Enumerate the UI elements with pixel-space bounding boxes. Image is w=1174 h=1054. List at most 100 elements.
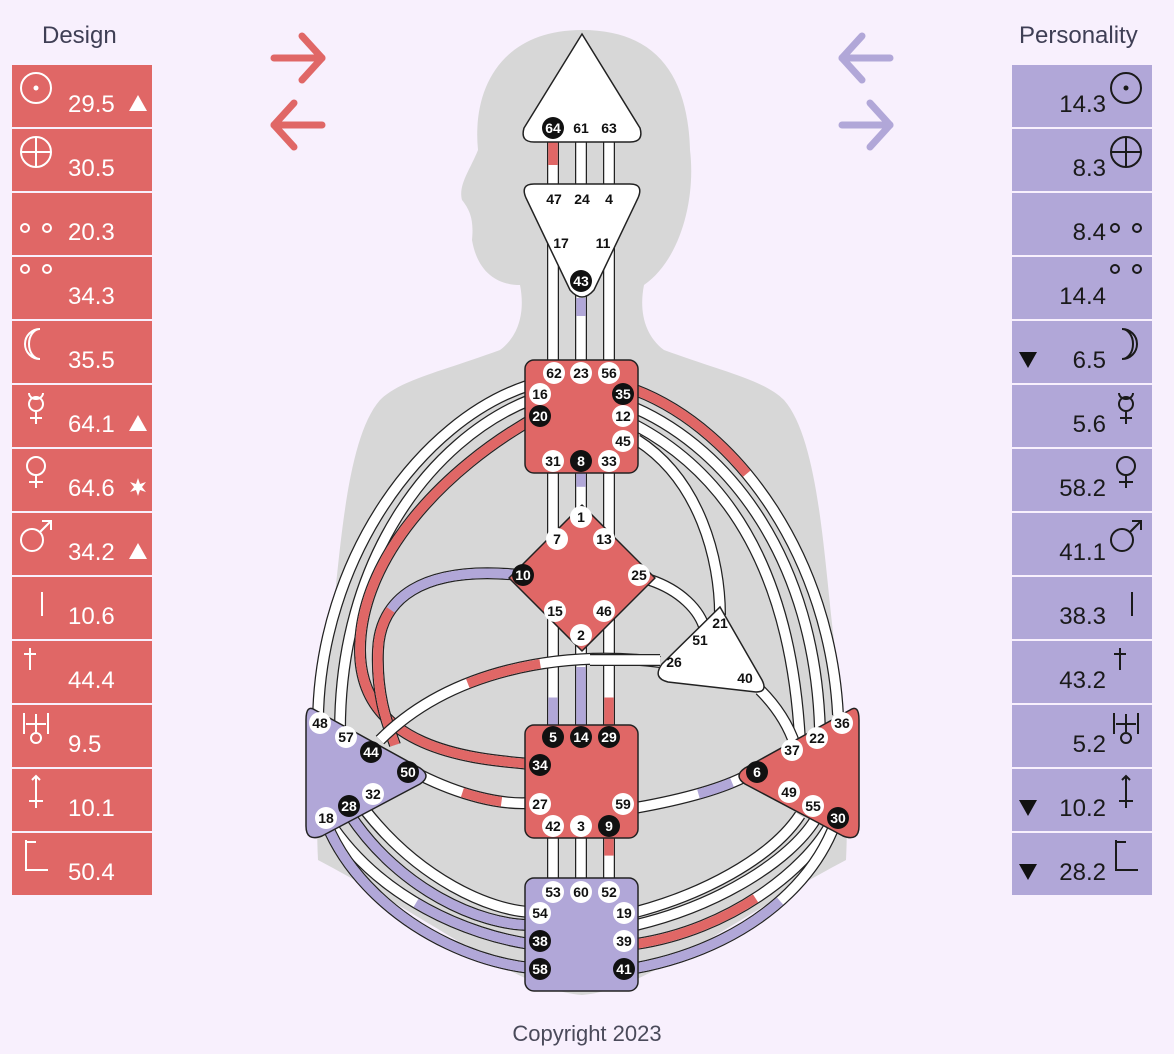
gate-number: 40: [737, 670, 753, 686]
gate-number: 34: [532, 757, 548, 773]
gate-number: 5: [549, 729, 557, 745]
copyright: Copyright 2023: [512, 1021, 662, 1046]
saturn-icon: [24, 648, 36, 670]
gate-badge: 36: [831, 712, 853, 734]
neptune-icon: [1119, 774, 1133, 808]
gate-number: 20: [532, 408, 548, 424]
gate-badge: 44: [360, 741, 382, 763]
personality-value: 14.3: [1059, 91, 1106, 118]
jupiter-icon: [41, 592, 43, 616]
triangle-up-icon: [129, 95, 147, 111]
north-node-icon: [1110, 223, 1142, 233]
design-value: 35.5: [68, 347, 115, 374]
arrow-right-icon: [838, 99, 894, 151]
mars-icon: [20, 520, 52, 552]
gate-badge: 46: [593, 600, 615, 622]
gate-badge: 27: [529, 793, 551, 815]
gate-number: 24: [574, 191, 590, 207]
gate-number: 25: [631, 567, 647, 583]
root-center: [524, 877, 639, 992]
gate-number: 29: [601, 729, 617, 745]
personality-title: Personality: [1019, 22, 1138, 49]
gate-number: 19: [616, 905, 632, 921]
gate-number: 53: [545, 884, 561, 900]
gate-number: 28: [341, 798, 357, 814]
personality-value: 38.3: [1059, 603, 1106, 630]
south-node-icon: [1110, 264, 1142, 274]
gate-badge: 64: [542, 117, 564, 139]
gate-number: 17: [553, 235, 569, 251]
gate-number: 8: [577, 453, 585, 469]
design-value: 20.3: [68, 219, 115, 246]
saturn-icon: [1114, 648, 1126, 670]
gate-number: 9: [605, 818, 613, 834]
gate-number: 48: [312, 715, 328, 731]
gate-number: 62: [546, 365, 562, 381]
centers: [305, 32, 860, 992]
gate-number: 6: [753, 764, 761, 780]
gate-badge: 62: [543, 362, 565, 384]
gate-badge: 31: [542, 450, 564, 472]
gate-badge: 58: [529, 958, 551, 980]
gate-number: 2: [577, 627, 585, 643]
gate-badge: 51: [692, 632, 708, 648]
design-value: 34.2: [68, 539, 115, 566]
personality-row: 8.3: [1012, 129, 1152, 191]
gate-badge: 38: [529, 930, 551, 952]
gate-badge: 4: [605, 191, 613, 207]
gate-number: 27: [532, 796, 548, 812]
sun-icon: [20, 72, 52, 104]
personality-value: 28.2: [1059, 859, 1106, 886]
gate-number: 56: [601, 365, 617, 381]
gate-number: 61: [573, 120, 589, 136]
design-row: 10.1: [12, 769, 152, 831]
gate-number: 13: [596, 531, 612, 547]
sun-icon: [1110, 72, 1142, 104]
triangle-down-icon: [1019, 864, 1037, 880]
gate-number: 47: [546, 191, 562, 207]
gate-badge: 59: [612, 793, 634, 815]
personality-row: 8.4: [1012, 193, 1152, 255]
gate-number: 57: [338, 729, 354, 745]
gate-number: 26: [666, 654, 682, 670]
triangle-down-icon: [1019, 352, 1037, 368]
gate-badge: 1: [570, 506, 592, 528]
gate-badge: 32: [362, 783, 384, 805]
gate-badge: 52: [598, 881, 620, 903]
heart-center: [657, 605, 765, 693]
gate-badge: 37: [781, 739, 803, 761]
mercury-icon: [28, 392, 44, 424]
arrow-right-icon: [270, 32, 326, 84]
gate-number: 43: [573, 273, 589, 289]
neptune-icon: [29, 774, 43, 808]
gate-badge: 16: [529, 383, 551, 405]
venus-icon: [1116, 456, 1136, 488]
gate-badge: 61: [573, 120, 589, 136]
design-row: 20.3: [12, 193, 152, 255]
gate-number: 55: [805, 798, 821, 814]
pluto-icon: [1115, 840, 1138, 871]
gate-number: 3: [577, 818, 585, 834]
personality-row: 38.3: [1012, 577, 1152, 639]
personality-row: 41.1: [1012, 513, 1152, 575]
gate-number: 33: [601, 453, 617, 469]
gate-badge: 34: [529, 754, 551, 776]
mercury-icon: [1118, 392, 1134, 424]
gate-number: 15: [547, 603, 563, 619]
personality-row: 58.2: [1012, 449, 1152, 511]
gate-number: 12: [615, 408, 631, 424]
design-row: 30.5: [12, 129, 152, 191]
design-row: 50.4: [12, 833, 152, 895]
gate-number: 7: [553, 531, 561, 547]
personality-row: 6.5: [1012, 321, 1152, 383]
gate-badge: 9: [598, 815, 620, 837]
jupiter-icon: [1131, 592, 1133, 616]
personality-value: 6.5: [1072, 347, 1106, 374]
gate-badge: 18: [315, 807, 337, 829]
gate-badge: 11: [596, 235, 611, 251]
gate-number: 51: [692, 632, 708, 648]
gate-badge: 5: [542, 726, 564, 748]
